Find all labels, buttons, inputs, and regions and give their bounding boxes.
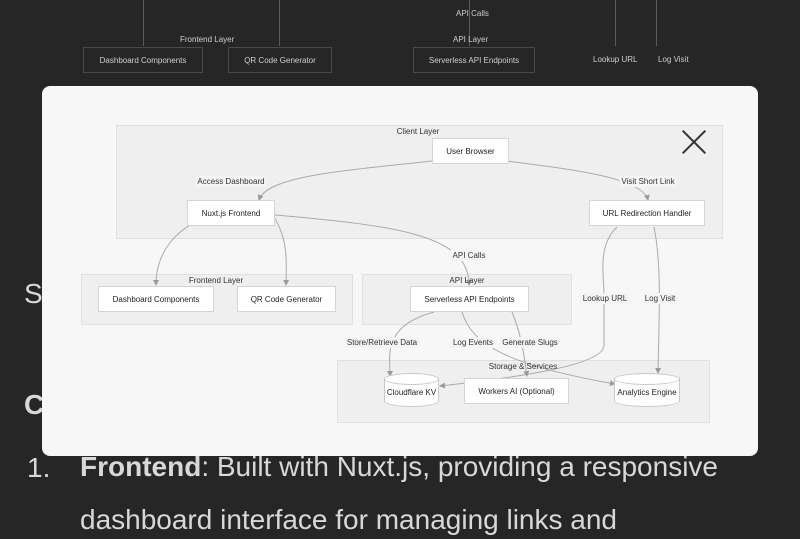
- cylinder-top: [614, 373, 680, 385]
- list-item-bold: Frontend: [80, 451, 202, 482]
- url-redirection-handler-node: URL Redirection Handler: [589, 200, 705, 226]
- bg-log-visit-label: Log Visit: [658, 55, 689, 64]
- list-item-text: : Built with Nuxt.js, providing a respon…: [201, 451, 718, 482]
- bg-heading-fragment: S: [24, 278, 43, 309]
- qr-code-generator-node: QR Code Generator: [237, 286, 336, 312]
- api-layer-title: API Layer: [449, 276, 485, 285]
- api-calls-label: API Calls: [450, 250, 488, 261]
- store-retrieve-data-label: Store/Retrieve Data: [344, 337, 420, 348]
- bg-heading-fragment: C: [24, 389, 45, 420]
- bg-connector: [143, 0, 144, 46]
- serverless-api-endpoints-node: Serverless API Endpoints: [410, 286, 529, 312]
- bg-connector: [615, 0, 616, 46]
- log-events-label: Log Events: [450, 337, 496, 348]
- architecture-diagram: Client Layer Frontend Layer API Layer St…: [42, 86, 758, 456]
- bg-qr-code-generator-node: QR Code Generator: [228, 47, 332, 73]
- user-browser-node: User Browser: [432, 138, 509, 164]
- bg-api-layer-title: API Layer: [453, 35, 489, 44]
- bg-serverless-api-node: Serverless API Endpoints: [413, 47, 535, 73]
- cylinder-top: [384, 373, 439, 385]
- frontend-layer-title: Frontend Layer: [188, 276, 244, 285]
- background-diagram: API Calls Frontend Layer API Layer Dashb…: [0, 0, 800, 90]
- log-visit-label: Log Visit: [642, 293, 678, 304]
- bg-frontend-layer-title: Frontend Layer: [180, 35, 235, 44]
- list-item-line: dashboard interface for managing links a…: [80, 504, 618, 535]
- workers-ai-node: Workers AI (Optional): [464, 378, 569, 404]
- bg-connector: [469, 0, 470, 46]
- diagram-edges: [153, 157, 662, 389]
- list-item-line: Frontend: Built with Nuxt.js, providing …: [80, 450, 718, 484]
- bg-dashboard-components-node: Dashboard Components: [83, 47, 203, 73]
- bg-connector: [656, 0, 657, 46]
- analytics-engine-node: Analytics Engine: [614, 373, 680, 407]
- bg-lookup-url-label: Lookup URL: [593, 55, 638, 64]
- client-layer-title: Client Layer: [396, 127, 440, 136]
- cloudflare-kv-node: Cloudflare KV: [384, 373, 439, 407]
- generate-slugs-label: Generate Slugs: [500, 337, 560, 348]
- lookup-url-label: Lookup URL: [580, 293, 630, 304]
- nuxt-frontend-node: Nuxt.js Frontend: [187, 200, 275, 226]
- dashboard-components-node: Dashboard Components: [98, 286, 214, 312]
- bg-api-calls-label: API Calls: [456, 9, 489, 18]
- diagram-modal: Client Layer Frontend Layer API Layer St…: [42, 86, 758, 456]
- visit-short-link-label: Visit Short Link: [619, 176, 677, 187]
- close-icon[interactable]: [680, 128, 708, 156]
- list-number: 1.: [27, 452, 51, 483]
- access-dashboard-label: Access Dashboard: [195, 176, 267, 187]
- storage-layer-title: Storage & Services: [488, 362, 558, 371]
- bg-connector: [279, 0, 280, 46]
